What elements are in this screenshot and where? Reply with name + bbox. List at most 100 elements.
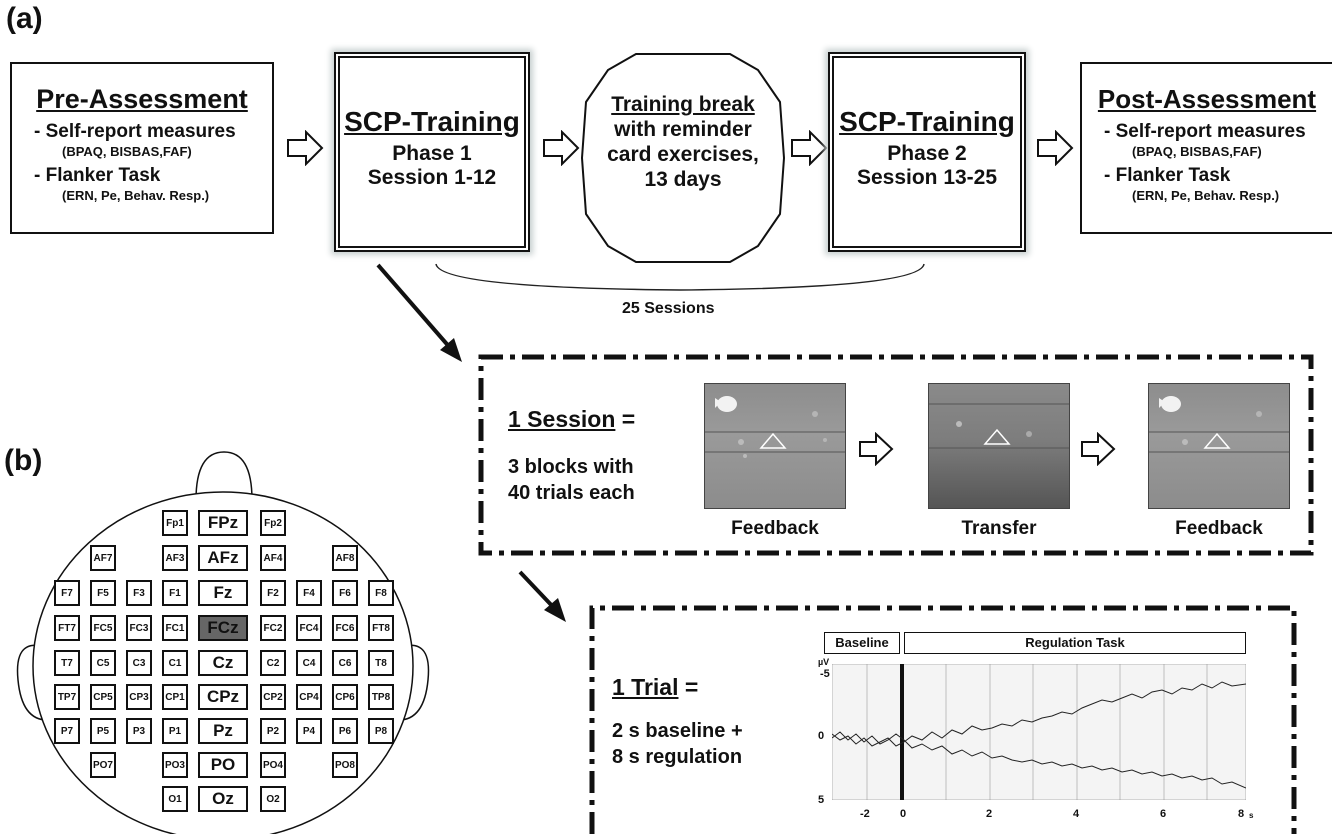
electrode-cp4: CP4 [296,684,322,710]
x-tick-4: 4 [1073,808,1080,820]
electrode-c3: C3 [126,650,152,676]
session-desc1: 3 blocks with [508,456,634,478]
transfer-screen [928,383,1070,509]
electrode-cp6: CP6 [332,684,358,710]
caption-feedback-2: Feedback [1175,518,1263,539]
trial-title-row: 1 Trial = [612,674,698,701]
post-assessment-box: Post-Assessment - Self-report measures (… [1080,62,1332,234]
electrode-po: PO [198,752,248,778]
electrode-o2: O2 [260,786,286,812]
electrode-f5: F5 [90,580,116,606]
electrode-fc2: FC2 [260,615,286,641]
pre-assessment-box: Pre-Assessment - Self-report measures (B… [10,62,274,234]
electrode-af3: AF3 [162,545,188,571]
electrode-po4: PO4 [260,752,286,778]
trial-title: 1 Trial [612,674,679,700]
post-item-self-report-sub: (BPAQ, BISBAS,FAF) [1132,144,1262,159]
pre-item-self-report: - Self-report measures [34,121,236,142]
training-break-line3: 13 days [644,168,722,191]
pre-item-self-report-sub: (BPAQ, BISBAS,FAF) [62,144,192,159]
x-unit-label: s [1249,811,1254,820]
scp1-phase: Phase 1 [392,142,472,165]
electrode-po3: PO3 [162,752,188,778]
pre-item-flanker: - Flanker Task [34,165,161,186]
electrode-o1: O1 [162,786,188,812]
x-tick-8: 8 [1238,808,1245,820]
electrode-po8: PO8 [332,752,358,778]
electrode-af8: AF8 [332,545,358,571]
electrode-fc1: FC1 [162,615,188,641]
training-break-line1: with reminder [614,118,752,141]
post-item-flanker: - Flanker Task [1104,165,1231,186]
trial-description: 2 s baseline + 8 s regulation [612,718,743,770]
electrode-p5: P5 [90,718,116,744]
session-eq: = [621,406,636,432]
scp-training-phase1-box: SCP-Training Phase 1 Session 1-12 [334,52,530,252]
flow-arrow-icon [543,130,580,166]
electrode-p6: P6 [332,718,358,744]
session-description: 3 blocks with 40 trials each [508,454,635,506]
electrode-f3: F3 [126,580,152,606]
scp1-sessions: Session 1-12 [367,166,497,189]
electrode-tp8: TP8 [368,684,394,710]
electrode-t8: T8 [368,650,394,676]
electrode-c2: C2 [260,650,286,676]
electrode-fc4: FC4 [296,615,322,641]
baseline-label: Baseline [824,632,900,654]
post-assessment-title: Post-Assessment [1097,84,1317,114]
scp2-phase: Phase 2 [887,142,967,165]
x-tick-neg2: -2 [860,808,870,820]
electrode-cz: Cz [198,650,248,676]
electrode-af4: AF4 [260,545,286,571]
electrode-f7: F7 [54,580,80,606]
electrode-cp2: CP2 [260,684,286,710]
electrode-f6: F6 [332,580,358,606]
trial-eeg-plot [832,664,1246,800]
electrode-p1: P1 [162,718,188,744]
electrode-afz: AFz [198,545,248,571]
electrode-fz: Fz [198,580,248,606]
x-tick-6: 6 [1160,808,1167,820]
scp2-title: SCP-Training [839,106,1015,137]
electrode-ft8: FT8 [368,615,394,641]
electrode-cp1: CP1 [162,684,188,710]
scp1-title: SCP-Training [344,106,520,137]
training-break-shape [580,53,786,263]
electrode-pz: Pz [198,718,248,744]
pre-assessment-title: Pre-Assessment [36,84,248,114]
panel-b-label: (b) [4,444,43,477]
flow-arrow-icon [1037,130,1074,166]
y-tick-5: 5 [818,794,825,806]
session-box-border [478,354,1314,556]
electrode-c1: C1 [162,650,188,676]
electrode-fp1: Fp1 [162,510,188,536]
sun-icon [717,396,737,412]
electrode-f2: F2 [260,580,286,606]
x-tick-0: 0 [900,808,907,820]
x-tick-2: 2 [986,808,993,820]
trial-desc1: 2 s baseline + [612,720,743,742]
electrode-c5: C5 [90,650,116,676]
scp-training-phase2-box: SCP-Training Phase 2 Session 13-25 [828,52,1026,252]
transfer-scene [929,403,1069,449]
session-title: 1 Session [508,406,616,432]
sessions-brace [435,263,925,291]
post-item-self-report: - Self-report measures [1104,121,1306,142]
electrode-c4: C4 [296,650,322,676]
session-desc2: 40 trials each [508,482,635,504]
electrode-fp2: Fp2 [260,510,286,536]
electrode-f8: F8 [368,580,394,606]
panel-a-label: (a) [6,2,43,35]
nose-icon [195,451,253,501]
screen-arrow-icon [1081,432,1116,466]
electrode-fc6: FC6 [332,615,358,641]
regulation-task-label: Regulation Task [904,632,1246,654]
y-unit-label: µV [818,657,830,667]
training-break-line2: card exercises, [607,143,759,166]
pre-item-flanker-sub: (ERN, Pe, Behav. Resp.) [62,188,210,203]
electrode-oz: Oz [198,786,248,812]
electrode-p2: P2 [260,718,286,744]
electrode-po7: PO7 [90,752,116,778]
electrode-fc3: FC3 [126,615,152,641]
trial-box-border [589,605,1297,834]
